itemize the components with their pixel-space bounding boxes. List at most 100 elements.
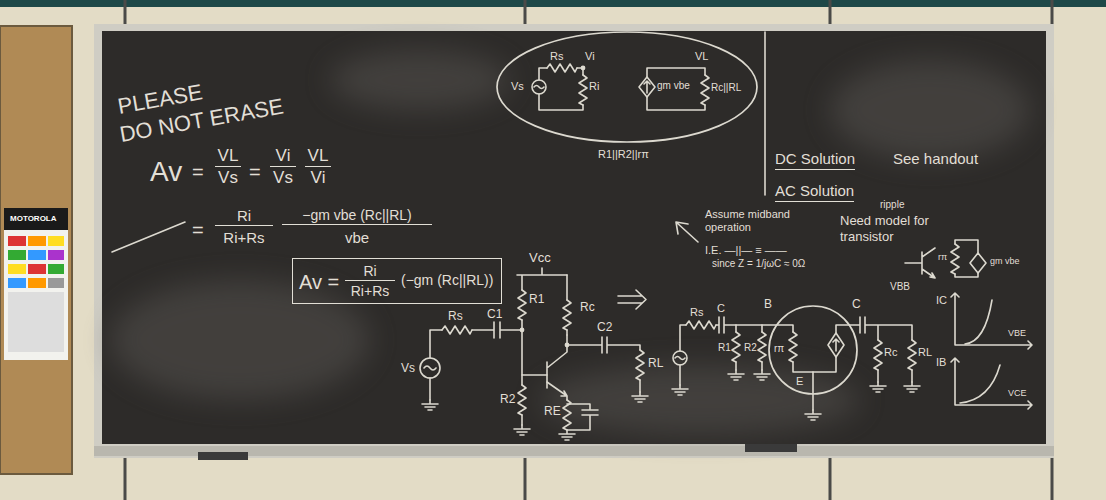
ellipse-outline xyxy=(497,32,757,142)
ac-equivalent-circuit xyxy=(793,357,836,372)
ac-equivalent-circuit xyxy=(735,362,737,370)
amplifier-circuit xyxy=(565,343,568,346)
board-frame xyxy=(102,31,1046,444)
ac-equivalent-circuit xyxy=(675,357,685,360)
implies-arrow xyxy=(618,290,646,309)
poster xyxy=(4,208,68,360)
amplifier-circuit xyxy=(472,322,522,338)
amplifier-circuit xyxy=(563,300,571,330)
signal-label: VBB xyxy=(890,281,910,293)
amplifier-circuit xyxy=(636,350,644,380)
heading-note: AC Solution xyxy=(775,182,854,202)
chalk-smudge xyxy=(830,60,1030,160)
amplifier-circuit xyxy=(430,330,442,358)
ac-equivalent-circuit xyxy=(833,339,839,351)
transistor-sketch xyxy=(970,253,986,273)
poster xyxy=(8,236,26,246)
chalk-smudge xyxy=(110,50,1030,435)
amplifier-circuit xyxy=(520,328,523,331)
amplifier-circuit xyxy=(518,385,526,415)
amplifier-circuit xyxy=(422,400,438,410)
axis-label: IC xyxy=(936,294,947,307)
ac-equivalent-circuit xyxy=(673,351,687,365)
characteristic-graph xyxy=(960,365,1000,403)
note: See handout xyxy=(893,150,978,168)
ac-equivalent-circuit xyxy=(908,340,916,370)
ac-equivalent-circuit xyxy=(877,370,879,382)
note: I.E. —||— ≡ —— xyxy=(705,244,787,257)
transistor-sketch xyxy=(951,244,959,274)
chalk-smudge xyxy=(540,365,860,435)
component-label: R2 xyxy=(744,342,757,354)
poster xyxy=(48,250,64,260)
ac-equivalent-circuit xyxy=(789,332,797,362)
ac-equivalent-circuit xyxy=(728,370,744,380)
amplifier-circuit xyxy=(632,392,648,402)
node-text: gm vbe xyxy=(657,80,690,92)
amplifier-circuit xyxy=(547,335,567,388)
component-label: gm vbe xyxy=(990,256,1020,267)
component-label: Rc xyxy=(884,346,897,359)
poster xyxy=(48,264,64,274)
equivalent-circuit-wiring xyxy=(547,64,577,72)
component-label: rπ xyxy=(938,252,947,263)
equation-term: Vi xyxy=(305,168,331,188)
amplifier-circuit xyxy=(639,380,641,392)
ac-equivalent-circuit xyxy=(904,382,920,392)
wall xyxy=(0,0,1106,7)
equation-term: Ri xyxy=(215,207,273,226)
transistor-model-circle: BCrπE xyxy=(768,305,858,395)
node-text: (−gm (Rc||RL)) xyxy=(401,272,493,289)
characteristic-graph xyxy=(951,293,1032,409)
node-text: Ri xyxy=(345,263,395,281)
amplifier-circuit xyxy=(424,366,436,370)
poster xyxy=(8,292,64,352)
ac-equivalent-circuit xyxy=(672,385,688,395)
ac-equivalent-circuit xyxy=(735,325,737,332)
equation-term: VL xyxy=(215,146,241,167)
equation-sign: = xyxy=(192,160,204,184)
ac-equivalent-circuit xyxy=(680,325,686,351)
amplifier-circuit xyxy=(567,404,598,430)
equation-sign: = xyxy=(192,218,204,242)
node-text: VL xyxy=(695,50,708,63)
node-text: Ri xyxy=(589,80,599,93)
component-label: Rc xyxy=(580,300,595,314)
equivalent-circuit-wiring xyxy=(647,97,705,110)
equivalent-circuit-wiring xyxy=(539,68,547,80)
poster xyxy=(28,236,46,246)
amplifier-circuit xyxy=(429,378,431,400)
ac-equivalent-circuit xyxy=(870,382,886,392)
ac-equivalent-circuit xyxy=(672,317,920,420)
component-label: R2 xyxy=(500,392,515,406)
ac-equivalent-circuit xyxy=(836,317,912,340)
equivalent-circuit-wiring xyxy=(581,66,584,69)
component-label: RL xyxy=(918,346,932,359)
component-label: R1 xyxy=(529,292,544,306)
chalk-smudge xyxy=(330,50,510,110)
chalk-smudge xyxy=(110,280,370,400)
amplifier-circuit xyxy=(566,330,568,335)
ac-equivalent-circuit xyxy=(732,332,740,362)
characteristic-graph xyxy=(951,358,1032,409)
amplifier-circuit xyxy=(517,268,567,290)
amplifier-circuit xyxy=(521,375,523,385)
poster xyxy=(48,236,64,246)
note: since Z = 1/jωC ≈ 0Ω xyxy=(712,258,805,270)
poster xyxy=(28,278,46,288)
poster xyxy=(28,250,46,260)
component-label: C2 xyxy=(597,320,612,334)
characteristic-graph xyxy=(951,293,1032,349)
midband-arrow xyxy=(676,222,698,242)
ac-equivalent-circuit xyxy=(754,370,770,380)
amplifier-circuit xyxy=(547,382,567,400)
midband-arrow xyxy=(676,222,698,242)
circle-outline xyxy=(769,306,857,394)
note: Need model for transistor xyxy=(840,213,940,244)
poster xyxy=(4,208,68,360)
ac-equivalent-circuit xyxy=(758,332,766,362)
heading-note: DC Solution xyxy=(775,150,855,170)
